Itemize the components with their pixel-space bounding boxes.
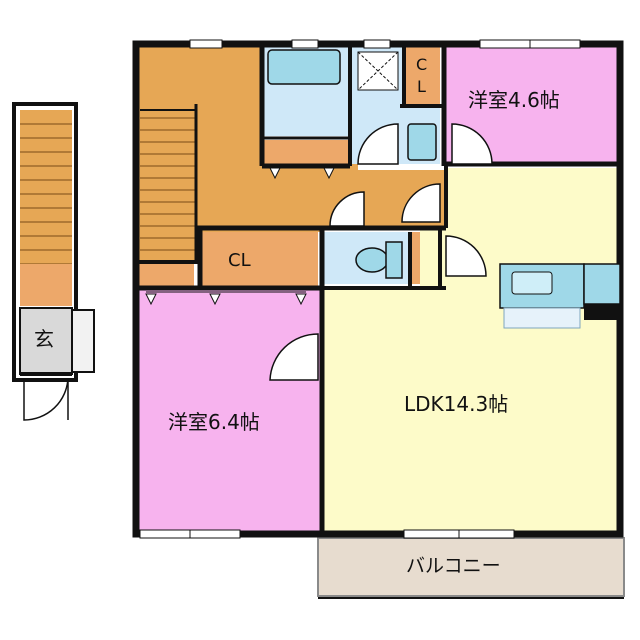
bathtub <box>267 49 341 85</box>
entrance-label: 玄 <box>34 327 54 351</box>
balcony-label: バルコニー <box>406 555 501 577</box>
kitchen-sink <box>511 271 553 295</box>
room-label-ldk: LDK14.3帖 <box>404 392 509 416</box>
closet-label-small-l: L <box>417 77 426 96</box>
entrance-shoe-box <box>71 309 95 373</box>
kitchen-mat <box>503 307 581 329</box>
entrance-door-swing <box>23 377 69 421</box>
room-label-western-6-4: 洋室6.4帖 <box>168 410 260 434</box>
room-4-6-door <box>451 123 493 165</box>
entrance-stair-block <box>12 102 95 421</box>
toilet-door <box>329 191 365 227</box>
fixtures <box>145 49 621 329</box>
balcony-floor <box>317 537 625 597</box>
hall-door-ldk <box>401 183 441 223</box>
floors <box>136 44 625 597</box>
ldk-door <box>445 235 487 277</box>
closet-label-main: CL <box>228 250 251 271</box>
closet-label-small-c: C <box>416 55 428 74</box>
wash-basin <box>407 123 437 161</box>
door-swings <box>269 123 493 381</box>
room-label-western-4-6: 洋室4.6帖 <box>468 88 560 112</box>
room-6-4-door <box>269 333 319 381</box>
washroom-door <box>357 123 399 165</box>
windows <box>139 39 581 539</box>
inner-stairs <box>140 109 196 251</box>
toilet-bowl <box>355 247 389 273</box>
